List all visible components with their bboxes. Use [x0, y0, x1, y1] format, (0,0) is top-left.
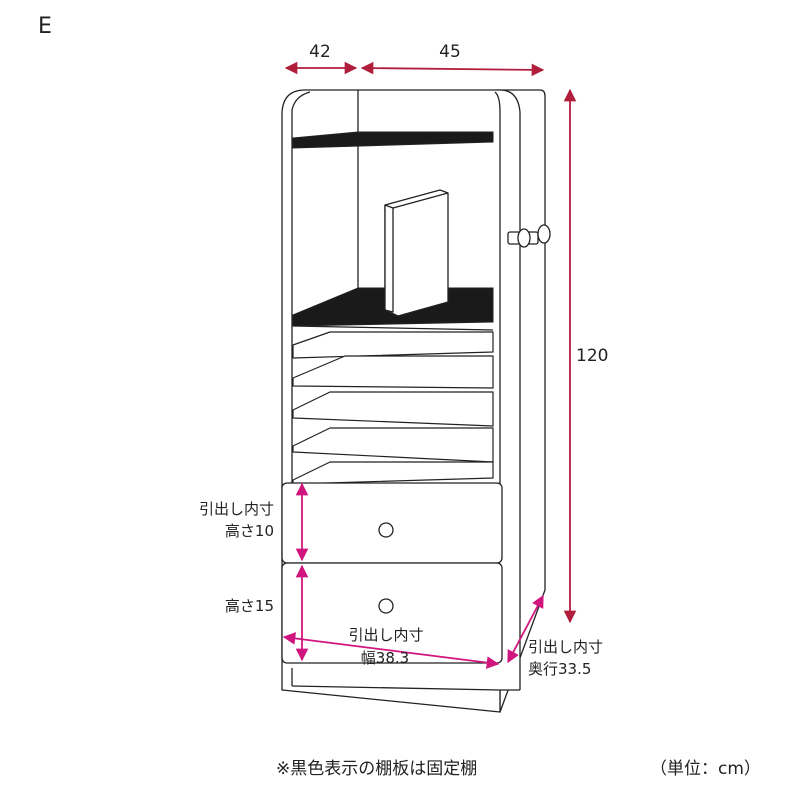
upper-drawer	[281, 482, 503, 564]
depth-value: 42	[309, 42, 331, 62]
drawer-inner-depth-value: 奥行33.5	[528, 660, 592, 678]
height-value: 120	[576, 346, 609, 366]
unit-note: （単位：cm）	[650, 759, 761, 779]
fixed-shelf-top	[292, 131, 494, 149]
book-illustration	[384, 189, 449, 317]
movable-shelves	[292, 331, 494, 485]
drawer-inner-width-label: 引出し内寸	[348, 626, 424, 644]
lower-drawer	[281, 562, 503, 664]
drawer-inner-height-label: 引出し内寸	[198, 500, 274, 518]
drawer-inner-depth-label: 引出し内寸	[528, 638, 604, 656]
upper-drawer-knob-icon	[378, 522, 394, 538]
movable-shelf-2	[292, 355, 494, 389]
footnote: ※黒色表示の棚板は固定棚	[276, 759, 478, 779]
drawer-inner-depth-arrow	[507, 594, 544, 664]
dimension-arrows	[282, 61, 577, 669]
movable-shelf-1	[292, 331, 494, 359]
drawer-inner-width-arrow	[282, 632, 500, 669]
width-value: 45	[439, 42, 461, 62]
side-hook-icon	[507, 224, 551, 248]
lower-drawer-knob-icon	[378, 598, 394, 614]
drawer-height-value: 高さ15	[224, 597, 274, 615]
width-arrow	[360, 61, 545, 77]
movable-shelf-4	[292, 427, 494, 463]
variant-label: E	[38, 14, 52, 39]
drawer-inner-height-value: 高さ10	[224, 522, 274, 540]
cabinet-base	[281, 686, 520, 713]
movable-shelf-3	[292, 391, 494, 427]
drawer-inner-width-value: 幅38.3	[360, 649, 410, 667]
